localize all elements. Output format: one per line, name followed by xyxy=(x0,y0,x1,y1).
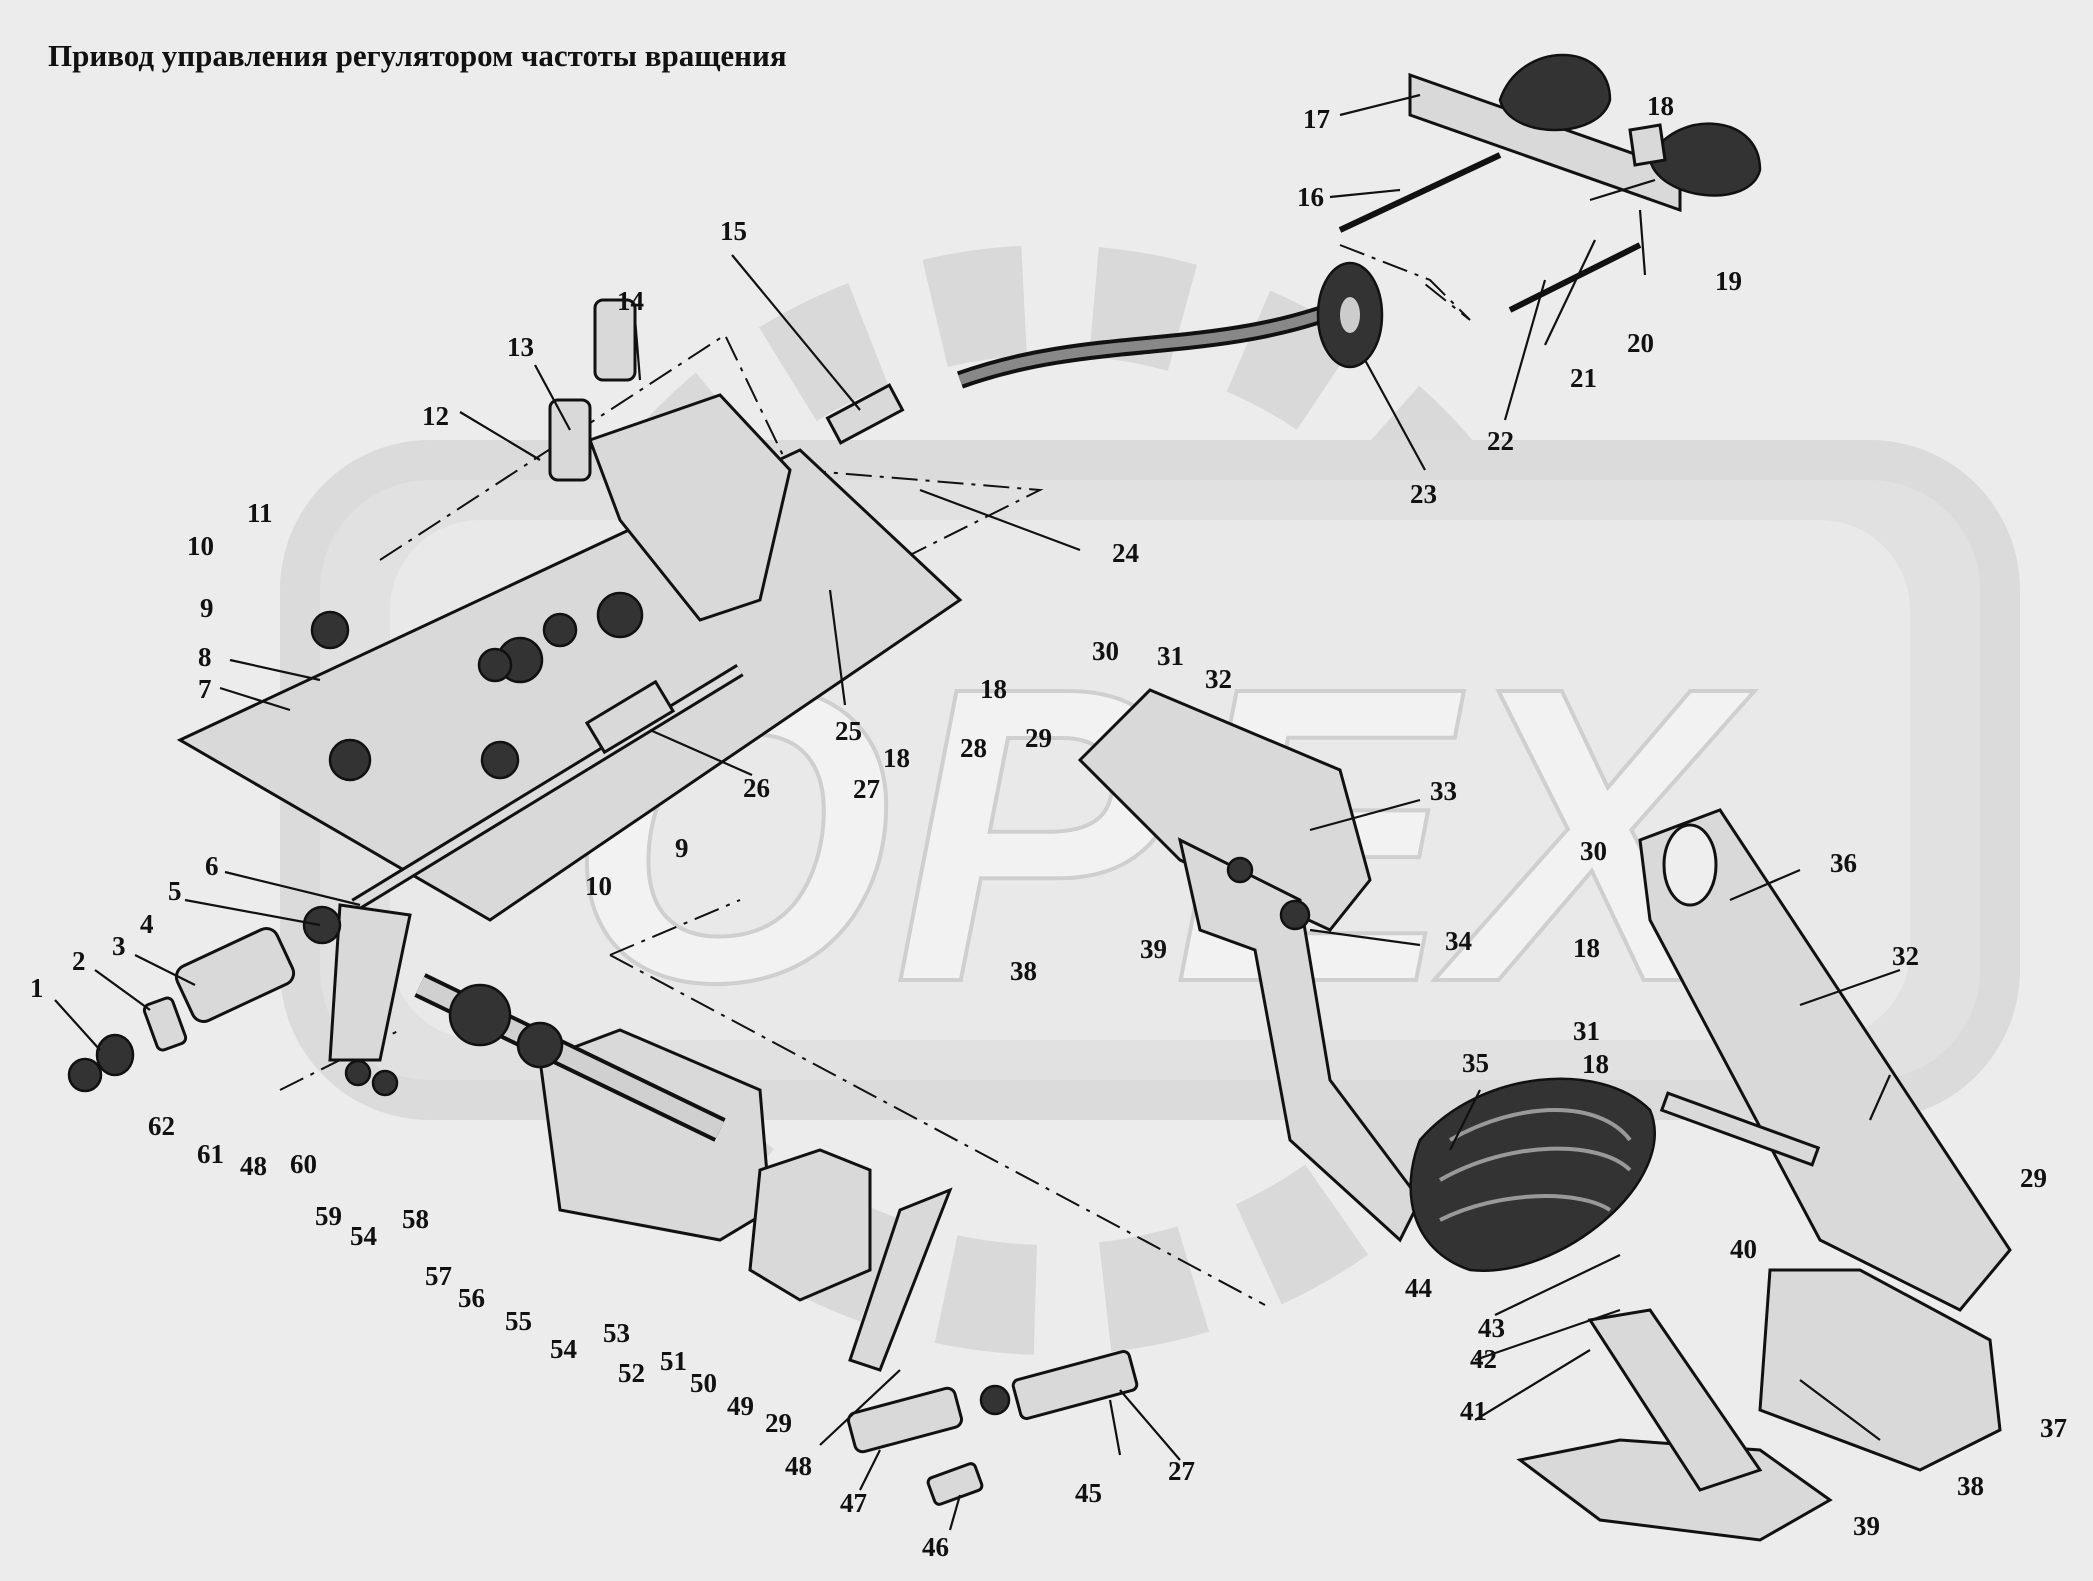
lower-brackets xyxy=(1516,1268,2002,1542)
callout-53: 53 xyxy=(603,1318,630,1348)
callout-35: 35 xyxy=(1462,1048,1489,1078)
callout-56: 56 xyxy=(458,1283,485,1313)
callout-13: 13 xyxy=(507,332,534,362)
callout-28: 28 xyxy=(960,733,987,763)
callout-51: 51 xyxy=(660,1346,687,1376)
rubber-boot xyxy=(1409,1077,1656,1272)
callout-39b: 39 xyxy=(1853,1511,1880,1541)
pedal-lever xyxy=(1077,688,1422,1243)
callout-18e: 18 xyxy=(1582,1049,1609,1079)
callout-10a: 10 xyxy=(187,531,214,561)
callout-11: 11 xyxy=(247,498,273,528)
callout-18c: 18 xyxy=(883,743,910,773)
callout-36: 36 xyxy=(1830,848,1857,878)
callout-18d: 18 xyxy=(1573,933,1600,963)
leader-lines xyxy=(54,93,1901,1531)
callout-32a: 32 xyxy=(1205,664,1232,694)
callout-3: 3 xyxy=(112,931,126,961)
callout-50: 50 xyxy=(690,1368,717,1398)
callout-23: 23 xyxy=(1410,479,1437,509)
callout-42: 42 xyxy=(1470,1344,1497,1374)
callout-30b: 30 xyxy=(1580,836,1607,866)
callout-54a: 54 xyxy=(550,1334,577,1364)
callout-4: 4 xyxy=(140,909,154,939)
callout-20: 20 xyxy=(1627,328,1654,358)
callout-22: 22 xyxy=(1487,426,1514,456)
callout-27b: 27 xyxy=(1168,1456,1195,1486)
callout-30a: 30 xyxy=(1092,636,1119,666)
callout-8: 8 xyxy=(198,642,212,672)
callout-61: 61 xyxy=(197,1139,224,1169)
callout-60: 60 xyxy=(290,1149,317,1179)
callout-45: 45 xyxy=(1075,1478,1102,1508)
small-parts-left xyxy=(67,905,399,1097)
callout-26: 26 xyxy=(743,773,770,803)
callout-41: 41 xyxy=(1460,1396,1487,1426)
callout-24: 24 xyxy=(1112,538,1139,568)
callout-25: 25 xyxy=(835,716,862,746)
callout-32b: 32 xyxy=(1892,941,1919,971)
callout-19: 19 xyxy=(1715,266,1742,296)
lower-left-bracket xyxy=(414,973,872,1302)
callout-18a: 18 xyxy=(1647,91,1674,121)
callout-9b: 9 xyxy=(675,833,689,863)
diagram-title: Привод управления регулятором частоты вр… xyxy=(48,38,787,73)
callout-17: 17 xyxy=(1303,104,1330,134)
mounting-plate xyxy=(176,298,963,922)
callout-49: 49 xyxy=(727,1391,754,1421)
callout-7: 7 xyxy=(198,674,212,704)
callout-37: 37 xyxy=(2040,1413,2067,1443)
callout-48a: 48 xyxy=(240,1151,267,1181)
callout-43: 43 xyxy=(1478,1313,1505,1343)
callout-10b: 10 xyxy=(585,871,612,901)
control-rod xyxy=(351,664,744,911)
lower-linkage xyxy=(328,903,1139,1506)
callout-numbers: 1 2 3 4 5 6 7 8 9 9 10 10 11 12 13 14 15… xyxy=(30,91,2067,1562)
callout-55: 55 xyxy=(505,1306,532,1336)
callout-5: 5 xyxy=(168,876,182,906)
callout-29b: 29 xyxy=(2020,1163,2047,1193)
callout-31b: 31 xyxy=(1573,1016,1600,1046)
callout-29a: 29 xyxy=(1025,723,1052,753)
callout-29c: 29 xyxy=(765,1408,792,1438)
callout-14: 14 xyxy=(617,286,644,316)
callout-9a: 9 xyxy=(200,593,214,623)
callout-52: 52 xyxy=(618,1358,645,1388)
callout-18b: 18 xyxy=(980,674,1007,704)
callout-59: 59 xyxy=(315,1201,342,1231)
callout-57: 57 xyxy=(425,1261,452,1291)
callout-2: 2 xyxy=(72,946,86,976)
callout-15: 15 xyxy=(720,216,747,246)
callout-27a: 27 xyxy=(853,774,880,804)
callout-12: 12 xyxy=(422,401,449,431)
callout-48b: 48 xyxy=(785,1451,812,1481)
callout-39a: 39 xyxy=(1140,934,1167,964)
callout-54b: 54 xyxy=(350,1221,377,1251)
callout-40: 40 xyxy=(1730,1234,1757,1264)
callout-33: 33 xyxy=(1430,776,1457,806)
callout-1: 1 xyxy=(30,973,44,1003)
callout-6: 6 xyxy=(205,851,219,881)
callout-34: 34 xyxy=(1445,926,1472,956)
callout-38a: 38 xyxy=(1010,956,1037,986)
upper-bracket xyxy=(1338,53,1762,313)
callout-16: 16 xyxy=(1297,182,1324,212)
callout-44: 44 xyxy=(1405,1273,1432,1303)
callout-46: 46 xyxy=(922,1532,949,1562)
accelerator-pedal xyxy=(1638,808,2012,1312)
flexible-cable xyxy=(825,261,1384,445)
callout-47: 47 xyxy=(840,1488,867,1518)
callout-21: 21 xyxy=(1570,363,1597,393)
callout-38b: 38 xyxy=(1957,1471,1984,1501)
callout-31a: 31 xyxy=(1157,641,1184,671)
callout-62: 62 xyxy=(148,1111,175,1141)
callout-58: 58 xyxy=(402,1204,429,1234)
